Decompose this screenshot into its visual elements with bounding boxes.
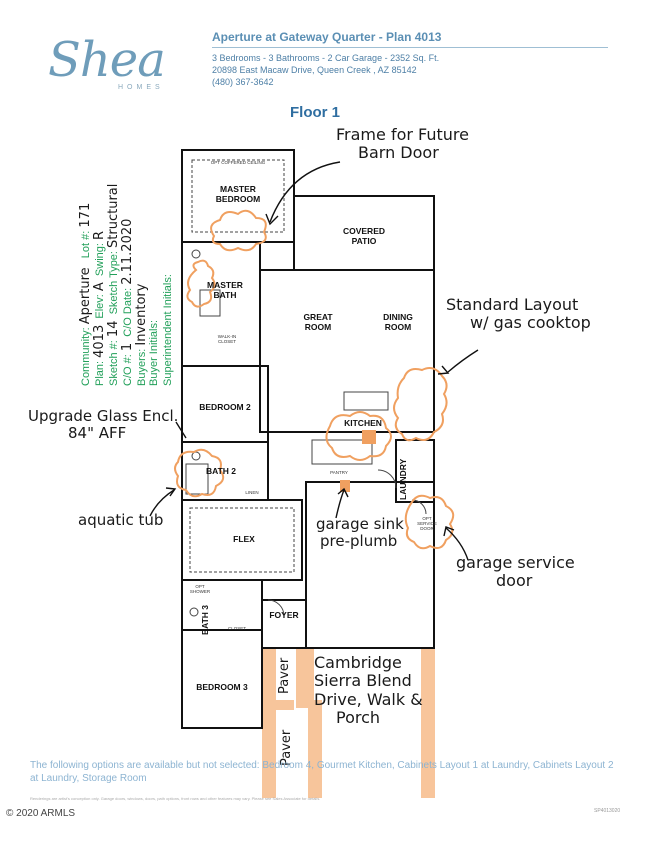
footer-unselected-options: The following options are available but … [30,760,614,784]
stamp-superintendent-initials: Superintendent Initials: [162,274,174,386]
label-closet: CLOSET [227,626,246,631]
note-standard-layout: Standard Layout w/ gas cooktop [446,295,591,333]
note-cambridge-pavers: Cambridge Sierra Blend Drive, Walk & Por… [314,653,423,728]
note-aquatic-tub: aquatic tub [78,511,164,529]
aquatic-tub-cloud [174,448,225,498]
plan-address: 20898 East Macaw Drive, Queen Creek , AZ… [212,65,417,75]
note-paver-1: Paver [277,657,292,694]
stamp-community: Community: Aperture Lot #: 171 [78,202,93,386]
garage-sink-mark [340,480,350,492]
note-glass-enclosure: Upgrade Glass Encl. 84" AFF [28,407,179,443]
cooktop-cloud [393,367,448,442]
master-bath-cloud [186,259,216,308]
room-flex: FLEX [233,534,255,544]
service-door-cloud [404,494,455,550]
stamp-plan: Plan: 4013 Elev: A Swing: R [92,230,107,386]
room-master-bedroom: MASTER BEDROOM [215,184,261,205]
room-covered-patio: COVERED PATIO [342,226,386,247]
floor-title: Floor 1 [290,104,341,121]
label-opt-coffered-ceiling: OPT COFFERED CEILING [210,160,266,165]
stamp-buyers: Buyers: Inventory [134,283,149,386]
stamp-change-order: C/O #: 1 C/O Date: 2.11.2020 [120,218,135,386]
stamp-buyer-initials: Buyer Initials: [148,319,160,386]
room-foyer: FOYER [269,610,299,620]
room-laundry: LAUNDRY [398,458,408,500]
plan-phone: (480) 367-3642 [212,77,274,87]
copyright: © 2020 ARMLS [6,808,76,819]
label-opt-service-door: OPT SERVICE DOOR [417,516,437,531]
stamp-sketch: Sketch #: 14 Sketch Type: Structural [106,183,121,386]
room-bedroom-3: BEDROOM 3 [196,682,248,692]
note-garage-service-door: garage service door [456,553,575,591]
barn-door-cloud [210,209,267,252]
label-walk-in-closet: WALK-IN CLOSET [217,334,237,344]
plan-specs: 3 Bedrooms - 3 Bathrooms - 2 Car Garage … [212,53,440,63]
shea-logo-sub: HOMES [118,84,164,91]
room-master-bath: MASTER BATH [207,280,243,301]
paver-highlights [262,648,435,798]
room-bath-2: BATH 2 [205,466,237,476]
label-pantry: PANTRY [330,470,348,475]
cooktop-mark [362,430,376,444]
kitchen-cloud [325,411,392,461]
shea-logo: Shea [48,32,166,88]
note-garage-sink: garage sink pre-plumb [316,515,404,551]
plan-title: Aperture at Gateway Quarter - Plan 4013 [212,30,442,44]
header-divider [212,47,608,48]
label-linen: LINEN [245,490,259,495]
room-bedroom-2: BEDROOM 2 [199,402,251,412]
room-great-room: GREAT ROOM [303,312,333,333]
footer-disclaimer: Renderings are artist's conception only.… [30,796,321,801]
room-bath-3: BATH 3 [200,604,210,636]
label-opt-shower: OPT SHOWER [189,584,211,594]
document-code: SP4013020 [594,808,621,814]
room-dining-room: DINING ROOM [383,312,413,333]
note-barn-door: Frame for Future Barn Door [336,125,469,163]
room-kitchen: KITCHEN [344,418,382,428]
